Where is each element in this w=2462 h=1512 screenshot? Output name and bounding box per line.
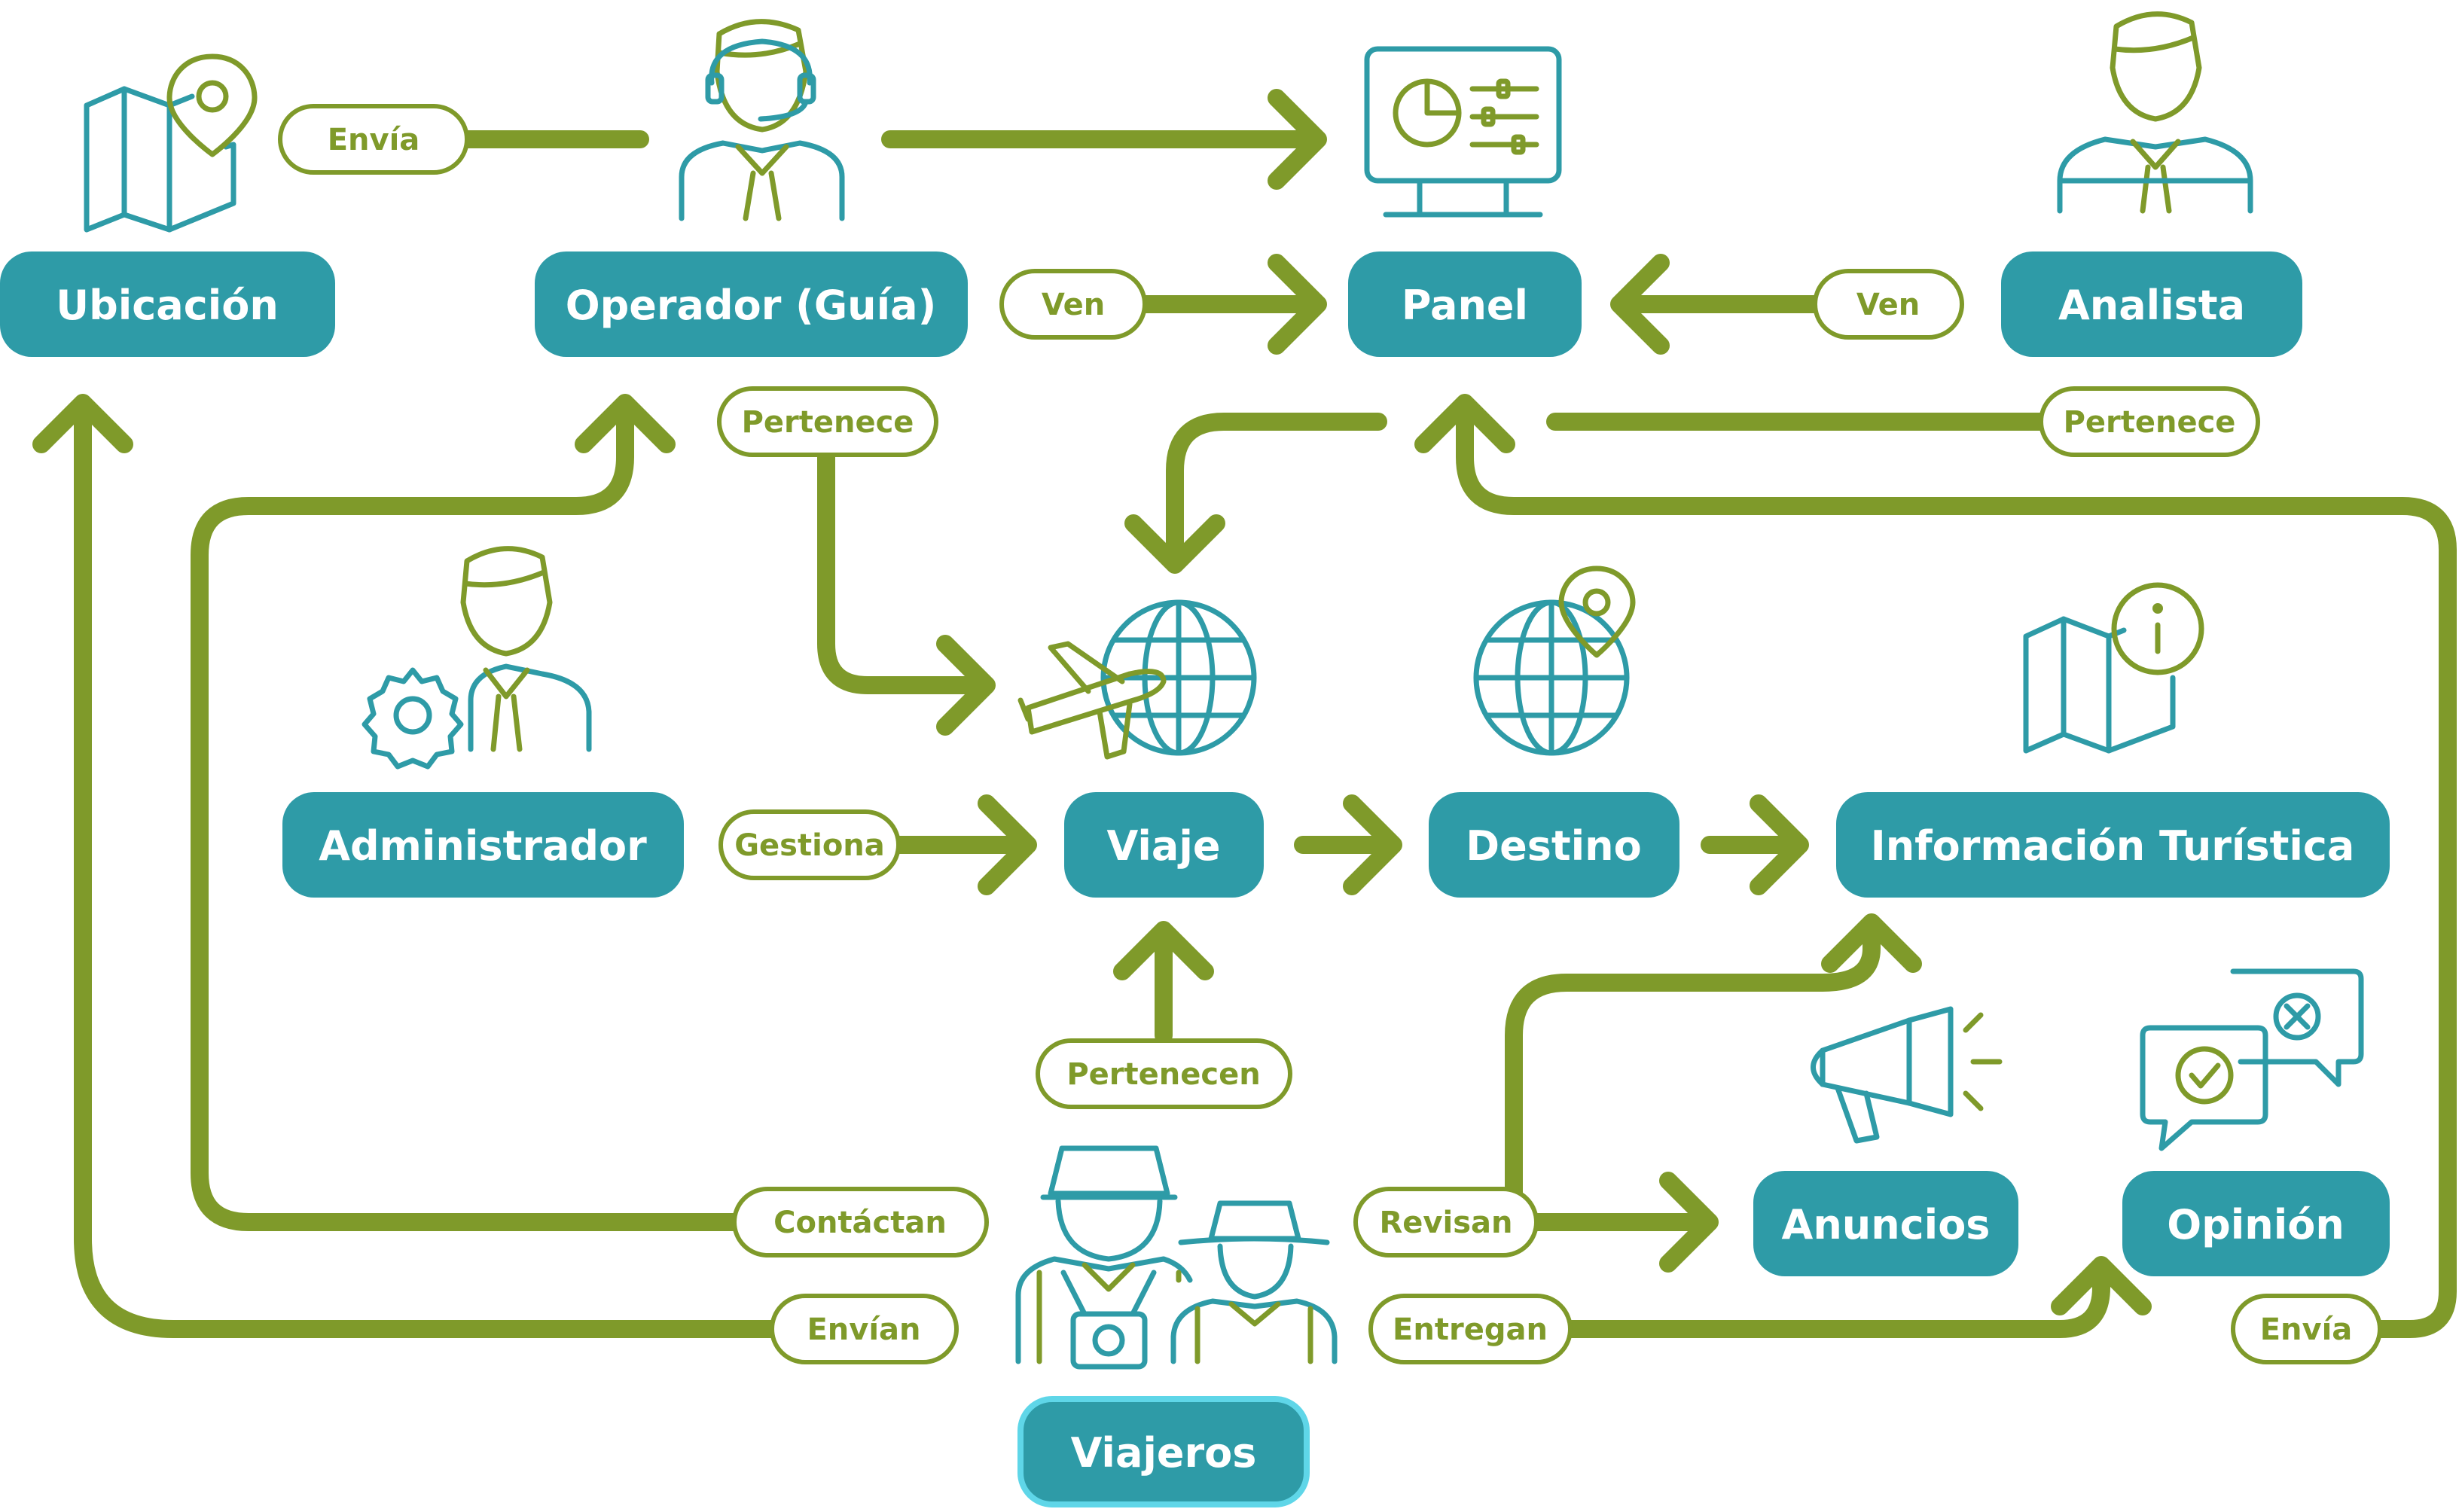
node-informacion-label: Información Turística (1871, 822, 2355, 870)
node-viaje[interactable]: Viaje (1064, 792, 1264, 898)
edge-envian (74, 409, 781, 1338)
label-envia-top: Envía (278, 104, 469, 175)
svg-text:Envían: Envían (807, 1312, 920, 1347)
node-operador-label: Operador (Guía) (566, 282, 937, 329)
svg-text:Ven: Ven (1856, 288, 1920, 322)
arrowhead-envian (32, 394, 133, 453)
svg-text:Pertenece: Pertenece (2064, 405, 2236, 440)
svg-text:Entregan: Entregan (1393, 1312, 1548, 1347)
arrowhead-panel-viaje (1124, 514, 1225, 574)
analyst-person-icon (2057, 11, 2253, 214)
edge-labels: Envía Ven Ven Pertenece Pertenece Gestio… (278, 104, 2382, 1364)
chat-feedback-icon (2140, 968, 2364, 1151)
svg-text:Ven: Ven (1042, 288, 1105, 322)
node-ubicacion-label: Ubicación (56, 282, 279, 329)
label-pertenecen: Pertenecen (1036, 1038, 1292, 1109)
label-envia-bottom: Envía (2231, 1294, 2382, 1364)
node-administrador[interactable]: Administrador (282, 792, 684, 898)
label-gestiona: Gestiona (718, 809, 901, 880)
arrowhead-revisan-informacion (1821, 913, 1922, 973)
travelers-icon (1015, 1145, 1338, 1370)
admin-gear-person-icon (362, 546, 592, 770)
svg-text:Revisan: Revisan (1380, 1206, 1513, 1240)
node-destino-label: Destino (1466, 822, 1641, 870)
node-viaje-label: Viaje (1107, 822, 1221, 870)
map-pin-icon (84, 53, 258, 233)
icons (84, 11, 2364, 1370)
svg-text:Pertenece: Pertenece (742, 405, 914, 440)
label-ven-left: Ven (999, 269, 1147, 340)
label-entregan: Entregan (1368, 1294, 1573, 1364)
label-pertenece-left: Pertenece (717, 386, 938, 457)
edge-contactan (191, 409, 743, 1231)
arrowhead-entregan (2051, 1256, 2152, 1315)
edge-envia-opinion-panel (1456, 409, 2457, 1338)
svg-text:Envía: Envía (328, 123, 420, 157)
node-destino[interactable]: Destino (1429, 792, 1679, 898)
connectors (32, 89, 2457, 1338)
arrowhead-viaje-destino (1343, 794, 1402, 895)
node-panel-label: Panel (1402, 282, 1528, 329)
arrowhead-operador-panel-top (1268, 89, 1327, 190)
nodes: Ubicación Operador (Guía) Panel Analista… (0, 251, 2390, 1507)
node-viajeros-label: Viajeros (1071, 1429, 1257, 1477)
arrowhead-ven-analista-panel (1610, 254, 1670, 355)
globe-pin-icon (1473, 565, 1636, 756)
label-envian: Envían (770, 1294, 959, 1364)
arrowhead-destino-informacion (1750, 794, 1809, 895)
svg-text:Gestiona: Gestiona (734, 828, 885, 863)
node-panel[interactable]: Panel (1348, 251, 1582, 357)
arrowhead-contactan (575, 394, 676, 453)
arrowhead-pertenece-operador-viaje (936, 635, 996, 736)
plane-globe-icon (1017, 599, 1257, 760)
label-pertenece-right: Pertenece (2039, 386, 2260, 457)
map-info-icon (2023, 582, 2204, 754)
headset-operator-icon (679, 19, 845, 221)
label-revisan: Revisan (1353, 1187, 1539, 1257)
node-anuncios[interactable]: Anuncios (1753, 1171, 2018, 1276)
edge-pertenece-operador-viaje (817, 443, 981, 694)
edge-panel-viaje (1166, 413, 1387, 559)
node-analista-label: Analista (2058, 282, 2245, 329)
edge-revisan-informacion (1505, 928, 1881, 1203)
arrowhead-envia-opinion-panel (1414, 394, 1515, 453)
dashboard-monitor-icon (1364, 46, 1562, 218)
megaphone-icon (1811, 1006, 2003, 1144)
arrowhead-pertenecen (1113, 921, 1214, 980)
node-opinion[interactable]: Opinión (2122, 1171, 2390, 1276)
node-viajeros[interactable]: Viajeros (1017, 1396, 1310, 1507)
svg-text:Envía: Envía (2260, 1312, 2353, 1347)
node-informacion[interactable]: Información Turística (1836, 792, 2390, 898)
svg-text:Contáctan: Contáctan (773, 1206, 947, 1240)
label-ven-right: Ven (1813, 269, 1964, 340)
arrowhead-gestiona (978, 794, 1037, 895)
arrowhead-ven-operador-panel (1268, 254, 1327, 355)
node-analista[interactable]: Analista (2001, 251, 2302, 357)
label-contactan: Contáctan (732, 1187, 989, 1257)
node-operador[interactable]: Operador (Guía) (535, 251, 968, 357)
node-administrador-label: Administrador (319, 822, 647, 870)
node-ubicacion[interactable]: Ubicación (0, 251, 335, 357)
svg-text:Pertenecen: Pertenecen (1066, 1057, 1260, 1092)
node-opinion-label: Opinión (2167, 1201, 2345, 1248)
arrowhead-revisan-anuncios (1659, 1172, 1719, 1273)
edge-entregan (1561, 1271, 2110, 1338)
node-anuncios-label: Anuncios (1782, 1201, 1991, 1248)
